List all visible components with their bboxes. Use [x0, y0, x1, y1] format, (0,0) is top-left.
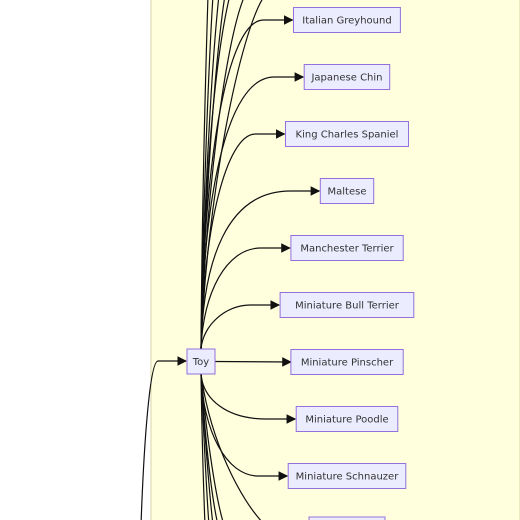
node-miniature-poodle[interactable]: Miniature Poodle: [295, 406, 399, 432]
edge-offscreen: [200, 0, 209, 351]
node-label: Miniature Poodle: [305, 415, 388, 426]
node-box: [285, 121, 409, 147]
edge-offscreen: [200, 373, 262, 520]
node-maltese[interactable]: Maltese: [319, 178, 375, 204]
node-label: Japanese Chin: [310, 73, 382, 84]
node-label: Miniature Schnauzer: [296, 472, 400, 483]
node-box: [319, 178, 375, 204]
node-label: Miniature Pinscher: [301, 358, 394, 369]
node-label: Miniature Bull Terrier: [295, 301, 400, 312]
node-box: [279, 292, 415, 318]
edge-offscreen: [200, 373, 218, 520]
edge-toy-to-miniature-bull-terrier: [200, 300, 281, 350]
edge-toy-to-miniature-pinscher: [214, 357, 292, 367]
node-label: King Charles Spaniel: [296, 130, 399, 141]
node-box: [186, 348, 216, 375]
node-japanese-chin[interactable]: Japanese Chin: [303, 64, 391, 90]
node-manchester-terrier[interactable]: Manchester Terrier: [290, 235, 404, 261]
node-king-charles-spaniel[interactable]: King Charles Spaniel: [285, 121, 409, 147]
node-toy[interactable]: Toy: [186, 348, 216, 375]
node-miniature-bull-terrier[interactable]: Miniature Bull Terrier: [279, 292, 415, 318]
edge-toy-to-manchester-terrier: [200, 243, 291, 350]
node-label: Toy: [192, 357, 210, 368]
node-box: [303, 64, 391, 90]
node-box: [287, 463, 407, 489]
node-miniature-schnauzer[interactable]: Miniature Schnauzer: [287, 463, 407, 489]
edge-offscreen: [200, 0, 263, 351]
node-italian-greyhound[interactable]: Italian Greyhound: [293, 7, 401, 33]
offscreen-node: [308, 516, 386, 520]
edge-offscreen: [200, 373, 224, 520]
node-miniature-pinscher[interactable]: Miniature Pinscher: [290, 349, 404, 375]
node-label: Italian Greyhound: [302, 16, 391, 27]
node-box: [290, 235, 404, 261]
node-label: Manchester Terrier: [300, 244, 394, 255]
node-box: [295, 406, 399, 432]
node-label: Maltese: [328, 187, 367, 198]
edge-incoming: [140, 356, 187, 520]
node-box: [290, 349, 404, 375]
edge-offscreen: [200, 0, 230, 351]
edge-offscreen: [200, 373, 206, 520]
offscreen-edges: [140, 0, 263, 520]
node-box: [293, 7, 401, 33]
edge-offscreen: [200, 0, 244, 351]
